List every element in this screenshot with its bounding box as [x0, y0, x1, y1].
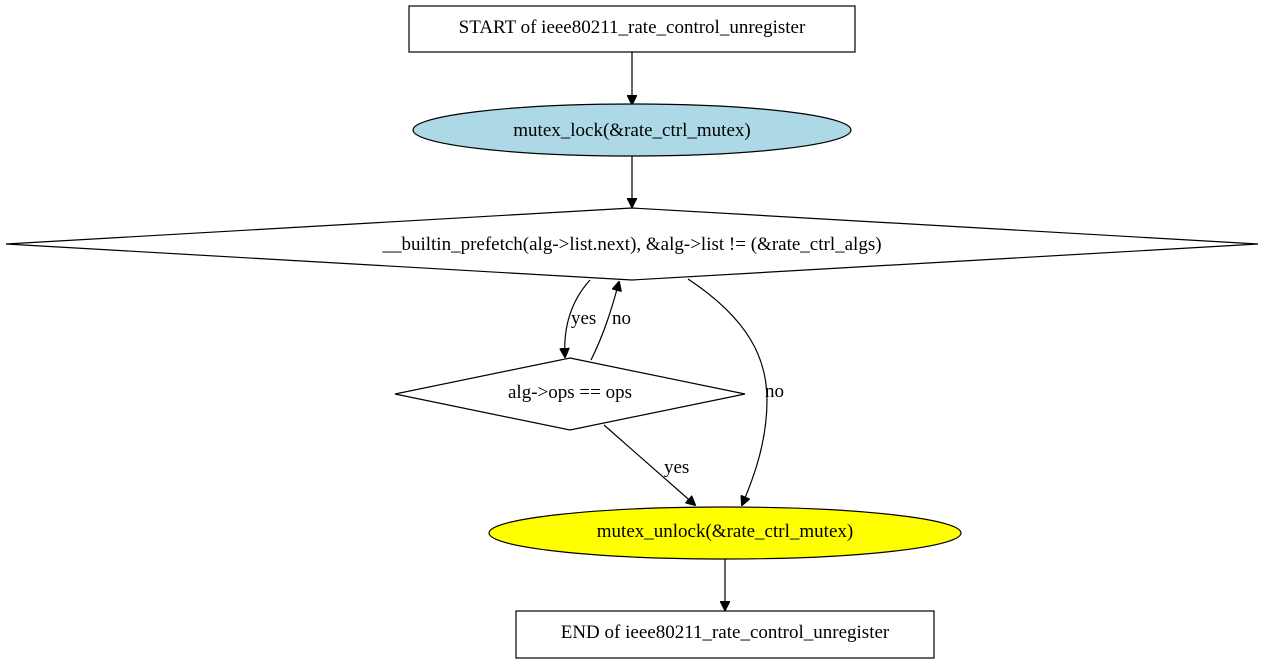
edge-loop-yes-label: yes [571, 308, 596, 329]
edge-loop-no-to-unlock [687, 278, 768, 505]
mutex-lock-node: mutex_lock(&rate_ctrl_mutex) [412, 103, 852, 157]
end-node-box [515, 610, 935, 659]
edge-ops-no-to-loop [590, 282, 619, 361]
ops-check-diamond [394, 357, 746, 431]
start-node: START of ieee80211_rate_control_unregist… [408, 5, 856, 53]
mutex-lock-label: mutex_lock(&rate_ctrl_mutex) [513, 120, 750, 141]
edge-ops-yes-to-unlock [603, 424, 695, 505]
end-node-label: END of ieee80211_rate_control_unregister [561, 622, 890, 643]
edge-loop-yes-to-ops-check [565, 279, 591, 357]
mutex-unlock-node: mutex_unlock(&rate_ctrl_mutex) [488, 506, 962, 560]
edge-ops-no-label: no [612, 308, 631, 329]
end-node: END of ieee80211_rate_control_unregister [515, 610, 935, 659]
mutex-unlock-label: mutex_unlock(&rate_ctrl_mutex) [597, 521, 853, 542]
loop-condition-label: __builtin_prefetch(alg->list.next), &alg… [381, 234, 881, 255]
start-node-box [408, 5, 856, 53]
loop-condition-diamond [5, 207, 1259, 281]
ops-check-label: alg->ops == ops [508, 382, 632, 403]
ops-check-node: alg->ops == ops [394, 357, 746, 431]
edge-ops-yes-label: yes [664, 457, 689, 478]
start-node-label: START of ieee80211_rate_control_unregist… [459, 17, 806, 38]
loop-condition-node: __builtin_prefetch(alg->list.next), &alg… [5, 207, 1259, 281]
edge-loop-no-label: no [765, 381, 784, 402]
